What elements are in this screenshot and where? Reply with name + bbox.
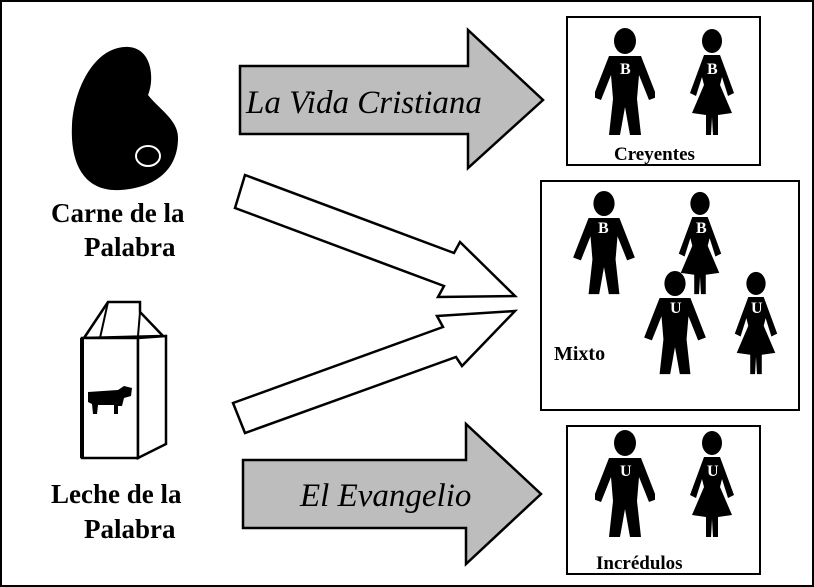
arrow-christian-life-label: La Vida Cristiana	[245, 85, 482, 121]
believers-label: Creyentes	[614, 144, 695, 165]
mixed-badge-3: U	[670, 300, 682, 317]
unbelievers-badge-2: U	[707, 463, 719, 480]
mixed-badge-4: U	[751, 300, 763, 317]
believers-badge-1: B	[620, 61, 631, 78]
meat-label-line1: Carne de la	[51, 198, 185, 228]
meat-label-line2: Palabra	[84, 232, 176, 262]
mixed-box	[540, 180, 800, 411]
milk-carton-icon	[80, 300, 168, 461]
believers-badge-2: B	[707, 61, 718, 78]
cow-icon	[88, 386, 132, 414]
arrow-milk-to-mixed	[231, 309, 519, 435]
milk-label-line1: Leche de la	[51, 479, 182, 509]
meat-icon	[71, 46, 178, 191]
arrow-gospel-label: El Evangelio	[299, 478, 471, 514]
arrow-christian-life	[238, 27, 545, 171]
milk-label-line2: Palabra	[84, 514, 176, 544]
arrow-gospel	[241, 421, 543, 567]
mixed-label: Mixto	[554, 343, 605, 365]
unbelievers-label: Incrédulos	[596, 553, 683, 574]
unbelievers-badge-1: U	[620, 463, 632, 480]
mixed-badge-2: B	[696, 220, 707, 237]
mixed-badge-1: B	[598, 220, 609, 237]
arrow-meat-to-mixed	[233, 173, 519, 299]
